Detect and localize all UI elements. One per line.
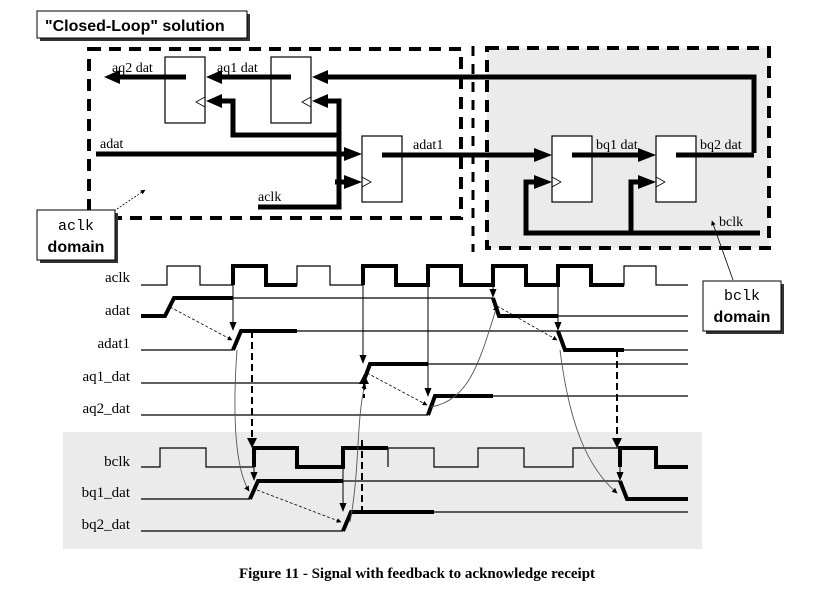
waveform-bclk-mid	[387, 447, 620, 468]
label-bclk: bclk	[719, 215, 743, 230]
bclk-domain-border	[485, 46, 771, 250]
signal-label-aq2-dat: aq2_dat	[83, 401, 131, 417]
title-box: "Closed-Loop" solution	[36, 10, 250, 41]
waveform-aclk	[141, 265, 688, 286]
flipflop-bq1	[551, 135, 593, 203]
highlight-bq2-rise	[341, 510, 434, 532]
highlight-bq1-fall	[618, 480, 688, 501]
highlight-adat-rise	[141, 296, 233, 318]
signal-label-adat1: adat1	[98, 336, 130, 352]
timing-signal-labels: aclk adat adat1 aq1_dat aq2_dat bclk bq1…	[82, 270, 131, 533]
label-adat1: adat1	[413, 138, 443, 153]
cross-domain-arrowheads	[247, 374, 622, 448]
highlight-aq1-rise	[361, 362, 428, 384]
aclk-domain-border	[87, 47, 463, 220]
propagation-arrows	[169, 305, 558, 523]
wire-aclk-aq2	[222, 98, 339, 138]
label-aq2-dat: aq2 dat	[112, 61, 153, 76]
highlight-adat1-rise	[231, 329, 297, 351]
highlight-bq1-rise	[248, 479, 343, 500]
highlight-adat1-fall	[556, 330, 624, 352]
aclk-domain-callout: aclk domain	[36, 189, 146, 263]
label-aclk: aclk	[258, 190, 281, 205]
label-bq2-dat: bq2 dat	[700, 138, 742, 153]
bclk-domain-callout: bclk domain	[702, 220, 784, 334]
curved-arrows	[234, 305, 618, 523]
highlight-adat-fall	[491, 297, 558, 318]
highlight-bclk-1	[252, 446, 388, 469]
aclk-domain-line2: domain	[48, 239, 105, 256]
bclk-timing-region	[63, 432, 702, 549]
bclk-domain-line1: bclk	[724, 288, 760, 305]
wire-bclk-bq1	[523, 179, 760, 236]
signal-label-adat: adat	[105, 303, 131, 319]
signal-label-bq2-dat: bq2_dat	[82, 517, 131, 533]
aclk-domain-line1: aclk	[58, 218, 94, 235]
flipflop-aq2	[164, 56, 206, 124]
wire-aclk-aq1	[258, 98, 342, 210]
waveform-bclk	[141, 447, 254, 468]
flipflop-adat1	[361, 135, 403, 203]
signal-label-aclk: aclk	[105, 270, 130, 286]
edge-arrows	[229, 268, 624, 512]
figure-caption: Figure 11 - Signal with feedback to ackn…	[238, 566, 596, 582]
label-adat: adat	[100, 137, 123, 152]
bclk-domain-line2: domain	[714, 309, 771, 326]
flipflop-bq2	[655, 135, 697, 203]
schematic-arrowheads	[104, 70, 656, 189]
signal-label-bclk: bclk	[104, 454, 130, 470]
highlight-aclk-1	[231, 264, 297, 287]
schematic-wires	[96, 74, 760, 236]
title-text: "Closed-Loop" solution	[45, 18, 225, 35]
thick-waveforms	[141, 264, 688, 532]
callout-arrow-aclk	[113, 189, 146, 212]
flipflop-aq1	[270, 56, 312, 124]
wire-feedback	[328, 74, 757, 153]
signal-label-bq1-dat: bq1_dat	[82, 485, 131, 501]
highlight-aq2-rise	[426, 394, 493, 416]
signal-label-aq1-dat: aq1_dat	[83, 369, 131, 385]
wire-bclk-bq2	[628, 179, 638, 233]
clock-edge-dots	[230, 265, 623, 455]
label-bq1-dat: bq1 dat	[596, 138, 638, 153]
label-aq1-dat: aq1 dat	[217, 61, 258, 76]
callout-arrow-bclk	[711, 220, 734, 281]
